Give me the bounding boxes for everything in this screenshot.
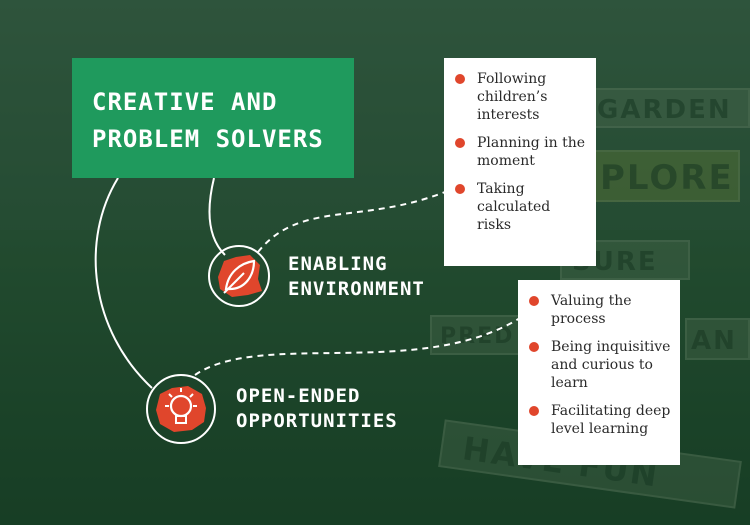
enabling-points-list: Following children’s interests Planning … <box>455 70 588 234</box>
open-ended-points-list: Valuing the process Being inquisitive an… <box>529 292 672 438</box>
enabling-label-line-2: ENVIRONMENT <box>288 278 425 300</box>
connector-open-ended-to-card <box>194 317 521 376</box>
bullet-dot <box>455 74 465 84</box>
list-item: Being inquisitive and curious to learn <box>529 338 672 392</box>
lightbulb-icon <box>156 386 206 432</box>
enabling-environment-card: Following children’s interests Planning … <box>444 58 596 266</box>
open-ended-opportunities-card: Valuing the process Being inquisitive an… <box>518 280 680 465</box>
list-item: Facilitating deep level learning <box>529 402 672 438</box>
background-sign: PRED <box>430 315 520 355</box>
bullet-dot <box>455 184 465 194</box>
title-line-2: PROBLEM SOLVERS <box>92 125 324 153</box>
point-text: Taking calculated risks <box>477 181 551 233</box>
connector-title-to-enabling <box>208 177 226 256</box>
point-text: Valuing the process <box>551 293 632 327</box>
bullet-dot <box>529 342 539 352</box>
enabling-environment-badge <box>208 245 270 307</box>
enabling-environment-label: ENABLING ENVIRONMENT <box>288 252 425 302</box>
enabling-label-line-1: ENABLING <box>288 253 388 275</box>
open-ended-opportunities-label: OPEN-ENDED OPPORTUNITIES <box>236 384 398 434</box>
title-line-1: CREATIVE AND <box>92 88 278 116</box>
bullet-dot <box>455 138 465 148</box>
point-text: Facilitating deep level learning <box>551 403 671 437</box>
point-text: Being inquisitive and curious to learn <box>551 339 671 391</box>
bullet-dot <box>529 296 539 306</box>
open-ended-label-line-1: OPEN-ENDED <box>236 385 361 407</box>
connector-title-to-open-ended <box>94 177 153 389</box>
point-text: Following children’s interests <box>477 71 548 123</box>
title-box: CREATIVE AND PROBLEM SOLVERS <box>72 58 354 178</box>
bullet-dot <box>529 406 539 416</box>
list-item: Planning in the moment <box>455 134 588 170</box>
list-item: Taking calculated risks <box>455 180 588 234</box>
leaf-icon <box>218 255 262 297</box>
open-ended-label-line-2: OPPORTUNITIES <box>236 410 398 432</box>
list-item: Valuing the process <box>529 292 672 328</box>
point-text: Planning in the moment <box>477 135 586 169</box>
background-sign: AN <box>685 318 750 360</box>
connector-enabling-to-card <box>257 191 446 253</box>
list-item: Following children’s interests <box>455 70 588 124</box>
open-ended-opportunities-badge <box>146 374 216 444</box>
background-sign: GARDEN <box>585 88 750 128</box>
